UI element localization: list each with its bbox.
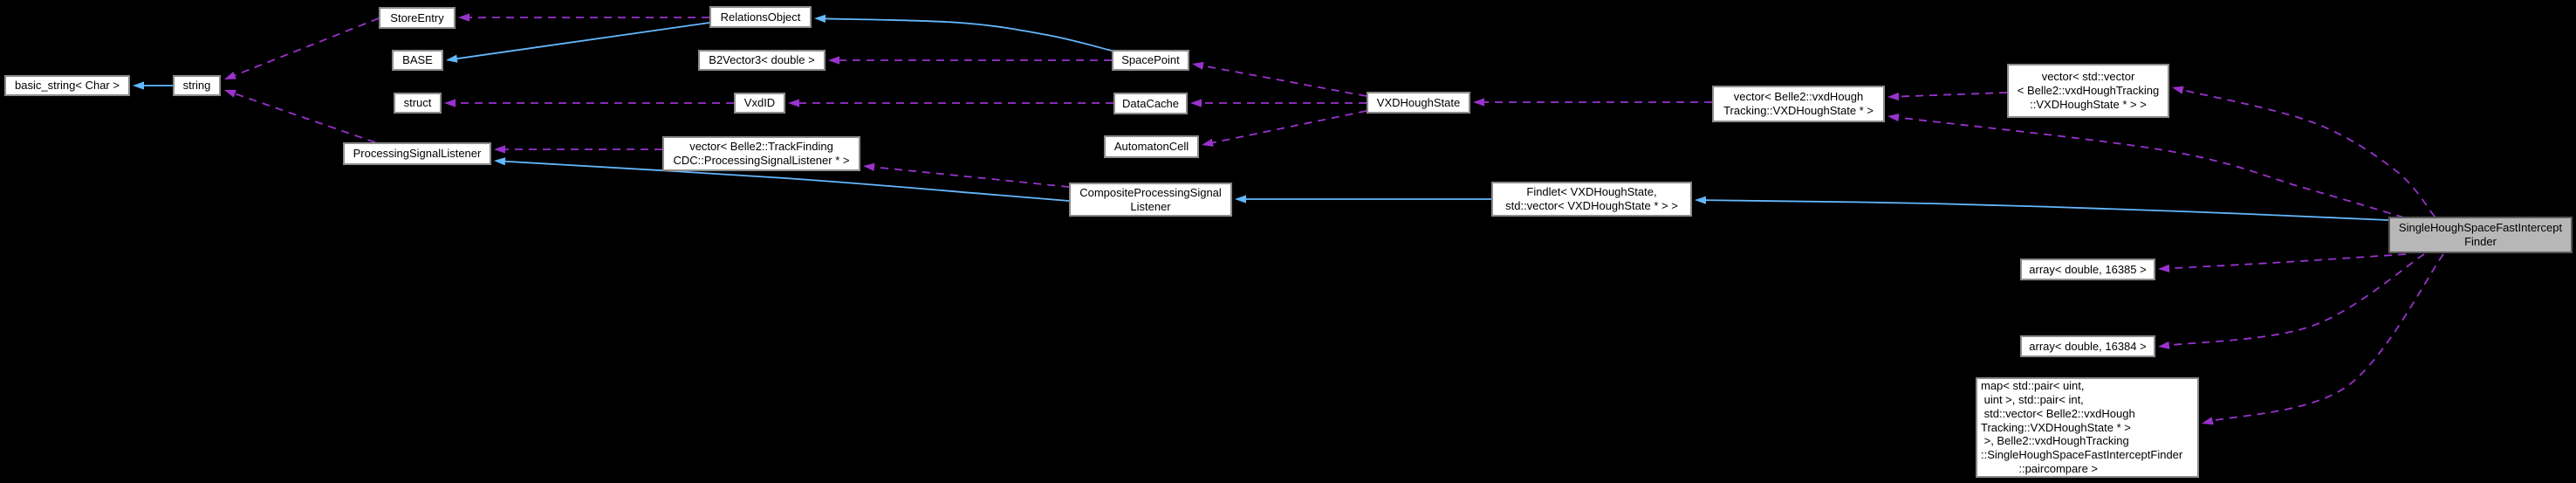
node-store_entry[interactable]: StoreEntry bbox=[379, 7, 456, 29]
edge-relations_object-to-base bbox=[446, 22, 710, 63]
node-vector_vector_vxdht_state-label-line: vector< std::vector bbox=[2041, 70, 2135, 84]
edge-space_point-to-b2vector3 bbox=[828, 56, 1112, 65]
node-processing_signal_listener-label-line: ProcessingSignalListener bbox=[353, 147, 482, 161]
node-array_16385-label-line: array< double, 16385 > bbox=[2029, 262, 2147, 276]
edge-relations_object-to-store_entry bbox=[458, 13, 709, 22]
node-vector_vxdht_state-label-line: Tracking::VXDHoughState * > bbox=[1723, 104, 1874, 117]
node-automaton_cell-label-line: AutomatonCell bbox=[1113, 140, 1189, 154]
node-struct-label-line: struct bbox=[403, 96, 432, 110]
node-map_paircompare[interactable]: map< std::pair< uint, uint >, std::pair<… bbox=[1976, 377, 2199, 478]
node-composite_psl-label-line: CompositeProcessingSignal bbox=[1079, 185, 1222, 199]
edge-main_node-to-array_16385 bbox=[2158, 253, 2407, 273]
edge-vxd_hough_state-to-space_point bbox=[1192, 61, 1367, 97]
node-basic_string[interactable]: basic_string< Char > bbox=[4, 75, 130, 96]
edge-main_node-to-map_paircompare bbox=[2202, 253, 2444, 425]
node-findlet-label-line: std::vector< VXDHoughState * > > bbox=[1505, 199, 1678, 212]
node-base-label-line: BASE bbox=[402, 53, 433, 67]
edge-store_entry-to-string bbox=[224, 17, 380, 79]
edge-processing_signal_listener-to-string bbox=[224, 89, 376, 143]
edge-string-to-basic_string bbox=[133, 81, 173, 90]
node-vector_vector_vxdht_state-label-line: < Belle2::vxdHoughTracking bbox=[2017, 84, 2160, 98]
node-vxd_hough_state-label-line: VXDHoughState bbox=[1376, 95, 1461, 109]
node-vxdid-label-line: VxdID bbox=[743, 96, 776, 110]
node-string-label-line: string bbox=[182, 79, 211, 93]
node-array_16384-label-line: array< double, 16384 > bbox=[2029, 339, 2147, 353]
edge-vxd_hough_state-to-automaton_cell bbox=[1202, 110, 1367, 147]
node-map_paircompare-label-line: map< std::pair< uint, bbox=[1981, 379, 2085, 392]
node-store_entry-label-line: StoreEntry bbox=[390, 10, 444, 24]
edge-main_node-to-array_16384 bbox=[2158, 253, 2425, 349]
edge-main_node-to-vector_vxdht_state bbox=[1887, 114, 2405, 218]
node-base[interactable]: BASE bbox=[392, 50, 443, 71]
edge-data_cache-to-vxdid bbox=[788, 99, 1113, 107]
node-map_paircompare-label-line: ::paircompare > bbox=[1981, 462, 2099, 476]
node-vxd_hough_state[interactable]: VXDHoughState bbox=[1367, 92, 1470, 114]
node-main_node-label-line: Finder bbox=[2464, 235, 2497, 248]
node-map_paircompare-label-line: std::vector< Belle2::vxdHough bbox=[1981, 406, 2135, 420]
node-vector_tfcdc_psl-label-line: CDC::ProcessingSignalListener * > bbox=[673, 154, 850, 167]
node-basic_string-label-line: basic_string< Char > bbox=[15, 79, 120, 93]
node-map_paircompare-label-line: uint >, std::pair< int, bbox=[1981, 392, 2084, 406]
node-map_paircompare-label-line: Tracking::VXDHoughState * > bbox=[1981, 420, 2131, 434]
node-relations_object[interactable]: RelationsObject bbox=[709, 6, 812, 28]
node-string[interactable]: string bbox=[173, 75, 221, 96]
edge-vxd_hough_state-to-data_cache bbox=[1190, 99, 1367, 107]
edge-composite_psl-to-vector_tfcdc_psl bbox=[863, 162, 1070, 188]
node-vector_vector_vxdht_state-label-line: ::VXDHoughState * > > bbox=[2030, 97, 2147, 111]
node-array_16384[interactable]: array< double, 16384 > bbox=[2020, 335, 2155, 357]
node-struct[interactable]: struct bbox=[394, 93, 442, 114]
edge-space_point-to-relations_object bbox=[814, 14, 1113, 52]
node-b2vector3-label-line: B2Vector3< double > bbox=[709, 53, 815, 67]
node-data_cache-label-line: DataCache bbox=[1121, 96, 1180, 110]
edge-vector_vxdht_state-to-vxd_hough_state bbox=[1473, 98, 1712, 107]
node-relations_object-label-line: RelationsObject bbox=[720, 10, 801, 24]
edge-findlet-to-composite_psl bbox=[1235, 195, 1491, 204]
node-data_cache[interactable]: DataCache bbox=[1113, 93, 1188, 114]
node-processing_signal_listener[interactable]: ProcessingSignalListener bbox=[343, 142, 491, 165]
node-findlet[interactable]: Findlet< VXDHoughState,std::vector< VXDH… bbox=[1491, 182, 1692, 217]
edge-main_node-to-vector_vector_vxdht_state bbox=[2172, 86, 2436, 217]
node-vector_vector_vxdht_state[interactable]: vector< std::vector< Belle2::vxdHoughTra… bbox=[2007, 64, 2169, 118]
node-findlet-label-line: Findlet< VXDHoughState, bbox=[1526, 185, 1657, 199]
node-space_point[interactable]: SpacePoint bbox=[1112, 50, 1189, 71]
edge-main_node-to-findlet bbox=[1695, 196, 2389, 221]
node-automaton_cell[interactable]: AutomatonCell bbox=[1104, 135, 1199, 158]
node-vector_vxdht_state-label-line: vector< Belle2::vxdHough bbox=[1733, 90, 1864, 104]
node-map_paircompare-label-line: ::SingleHoughSpaceFastInterceptFinder bbox=[1981, 448, 2183, 462]
node-map_paircompare-label-line: >, Belle2::vxdHoughTracking bbox=[1981, 434, 2129, 448]
edge-vector_tfcdc_psl-to-processing_signal_listener bbox=[494, 145, 662, 154]
node-vxdid[interactable]: VxdID bbox=[734, 93, 785, 114]
node-space_point-label-line: SpacePoint bbox=[1121, 53, 1180, 67]
node-array_16385[interactable]: array< double, 16385 > bbox=[2020, 259, 2155, 280]
edge-composite_psl-to-processing_signal_listener bbox=[494, 157, 1070, 202]
node-vector_tfcdc_psl-label-line: vector< Belle2::TrackFinding bbox=[689, 140, 833, 154]
node-b2vector3[interactable]: B2Vector3< double > bbox=[698, 50, 826, 71]
edge-vector_vector_vxdht_state-to-vector_vxdht_state bbox=[1887, 92, 2008, 101]
node-main_node-label-line: SingleHoughSpaceFastIntercept bbox=[2398, 221, 2563, 235]
edge-vxdid-to-struct bbox=[444, 99, 734, 107]
node-composite_psl-label-line: Listener bbox=[1130, 199, 1171, 213]
